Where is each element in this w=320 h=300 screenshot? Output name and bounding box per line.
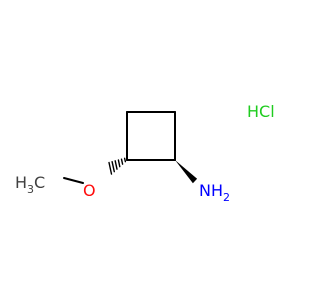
hashed-wedge-bond bbox=[108, 157, 127, 175]
o-methyl-bond bbox=[63, 177, 84, 184]
hcl-label: HCl bbox=[247, 102, 275, 121]
amine-label: NH2 bbox=[199, 181, 230, 204]
solid-wedge-bond bbox=[175, 160, 198, 184]
cyclobutane-ring bbox=[126, 111, 176, 161]
methyl-label: H3C bbox=[15, 173, 45, 196]
structure-canvas: H3C O NH2 HCl bbox=[15, 102, 275, 204]
oxygen-label: O bbox=[83, 181, 96, 200]
